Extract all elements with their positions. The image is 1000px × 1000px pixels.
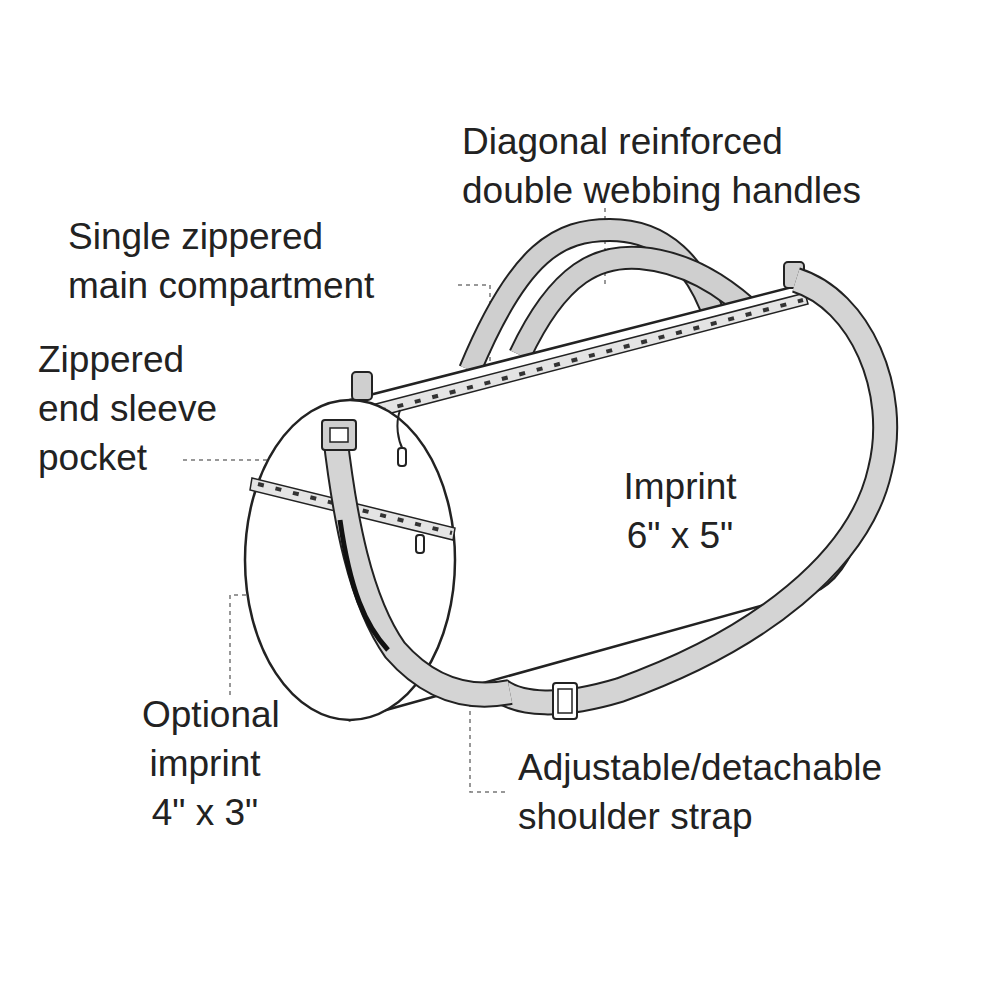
callout-label: Single zippered main compartment — [68, 212, 378, 310]
strap-buckle-slot — [558, 689, 572, 713]
shoulder-strap — [500, 280, 885, 702]
callout-label: Zippered end sleeve pocket — [38, 335, 218, 482]
strap-tab — [352, 372, 372, 400]
strap-clip-hole — [330, 428, 348, 442]
shoulder-strap-front — [335, 435, 510, 695]
callout-label: Diagonal reinforced double webbing handl… — [462, 117, 864, 215]
callout-label: Adjustable/detachable shoulder strap — [518, 743, 823, 841]
callout-label: Imprint 6" x 5" — [623, 462, 738, 560]
strap-buckle — [553, 683, 577, 719]
main-zipper — [372, 293, 808, 417]
strap-clip — [322, 420, 356, 450]
callout-label: Optional imprint 4" x 3" — [142, 690, 268, 837]
